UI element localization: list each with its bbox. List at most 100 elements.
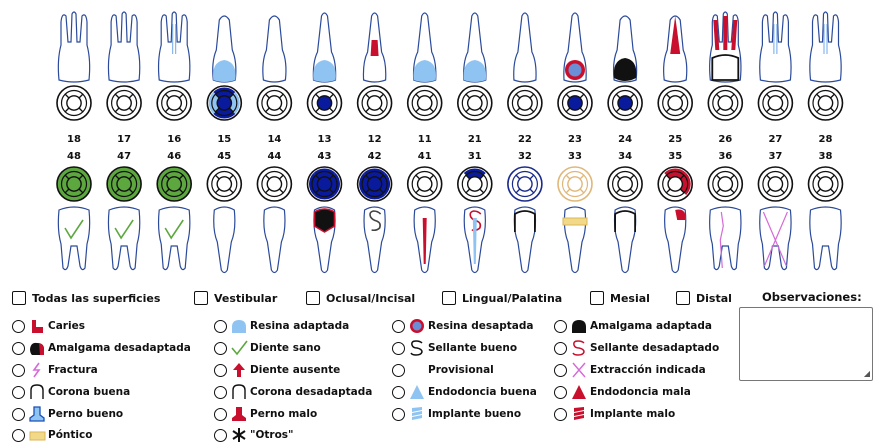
legend-fractura[interactable]: Fractura xyxy=(12,362,98,378)
surface-selector-15[interactable] xyxy=(207,86,241,120)
legend-caries[interactable]: Caries xyxy=(12,318,85,334)
legend-resina-adaptada[interactable]: Resina adaptada xyxy=(214,318,349,334)
surface-selector-21[interactable] xyxy=(458,86,492,120)
surface-selector-38[interactable] xyxy=(809,167,843,201)
caries-radio[interactable] xyxy=(12,320,25,333)
lingual-checkbox[interactable] xyxy=(442,291,456,305)
surface-selector-14[interactable] xyxy=(257,86,291,120)
surface-selector-43[interactable] xyxy=(308,167,342,201)
surface-selector-18[interactable] xyxy=(57,86,91,120)
otros-radio[interactable] xyxy=(214,429,227,442)
implante-malo-radio[interactable] xyxy=(554,408,567,421)
surface-selector-33[interactable] xyxy=(558,167,592,201)
pontico-radio[interactable] xyxy=(12,429,25,442)
fractura-radio[interactable] xyxy=(12,364,25,377)
surface-selector-13[interactable] xyxy=(308,86,342,120)
surface-selector-37[interactable] xyxy=(758,167,792,201)
legend-diente-ausente[interactable]: Diente ausente xyxy=(214,362,340,378)
tooth-number-26: 26 xyxy=(718,134,732,145)
surface-selector-27[interactable] xyxy=(758,86,792,120)
amalgama-desadaptada-radio[interactable] xyxy=(12,342,25,355)
corona-buena-label: Corona buena xyxy=(48,386,130,398)
legend-perno-bueno[interactable]: Perno bueno xyxy=(12,406,123,422)
surface-selector-45[interactable] xyxy=(207,167,241,201)
implante-bueno-icon xyxy=(408,406,426,422)
legend-implante-malo[interactable]: Implante malo xyxy=(554,406,675,422)
surface-selector-44[interactable] xyxy=(257,167,291,201)
surface-mesial[interactable]: Mesial xyxy=(590,291,676,305)
surface-all[interactable]: Todas las superficies xyxy=(12,291,194,305)
surface-selector-42[interactable] xyxy=(358,167,392,201)
provisional-radio[interactable] xyxy=(392,364,405,377)
observations-textarea[interactable]: ◢ xyxy=(739,307,873,381)
endodoncia-mala-radio[interactable] xyxy=(554,386,567,399)
surface-selector-26[interactable] xyxy=(708,86,742,120)
legend-corona-buena[interactable]: Corona buena xyxy=(12,384,130,400)
surface-selector-35[interactable] xyxy=(658,167,692,201)
amalgama-desadaptada-icon xyxy=(28,340,46,356)
corona-desadaptada-radio[interactable] xyxy=(214,386,227,399)
surface-oclusal[interactable]: Oclusal/Incisal xyxy=(306,291,442,305)
otros-label: "Otros" xyxy=(250,429,294,441)
legend-provisional[interactable]: Provisional xyxy=(392,362,494,378)
surface-selector-25[interactable] xyxy=(658,86,692,120)
surface-selector-48[interactable] xyxy=(57,167,91,201)
vestibular-checkbox[interactable] xyxy=(194,291,208,305)
perno-malo-radio[interactable] xyxy=(214,408,227,421)
legend-sellante-desadaptado[interactable]: Sellante desadaptado xyxy=(554,340,719,356)
surface-selector-11[interactable] xyxy=(408,86,442,120)
surface-selector-28[interactable] xyxy=(809,86,843,120)
legend-extraccion[interactable]: Extracción indicada xyxy=(554,362,706,378)
surface-selector-22[interactable] xyxy=(508,86,542,120)
surface-distal[interactable]: Distal xyxy=(676,291,746,305)
amalgama-adaptada-radio[interactable] xyxy=(554,320,567,333)
sellante-bueno-radio[interactable] xyxy=(392,342,405,355)
perno-bueno-radio[interactable] xyxy=(12,408,25,421)
surface-selector-17[interactable] xyxy=(107,86,141,120)
surface-selector-36[interactable] xyxy=(708,167,742,201)
legend-amalgama-desadaptada[interactable]: Amalgama desadaptada xyxy=(12,340,191,356)
legend-otros[interactable]: "Otros" xyxy=(214,427,294,443)
surface-vestibular[interactable]: Vestibular xyxy=(194,291,306,305)
legend-corona-desadaptada[interactable]: Corona desadaptada xyxy=(214,384,372,400)
surface-selector-46[interactable] xyxy=(157,167,191,201)
legend-endodoncia-buena[interactable]: Endodoncia buena xyxy=(392,384,537,400)
sellante-desadaptado-radio[interactable] xyxy=(554,342,567,355)
surface-selector-23[interactable] xyxy=(558,86,592,120)
legend-pontico[interactable]: Póntico xyxy=(12,427,92,443)
extraccion-radio[interactable] xyxy=(554,364,567,377)
implante-bueno-radio[interactable] xyxy=(392,408,405,421)
endodoncia-buena-radio[interactable] xyxy=(392,386,405,399)
all-surfaces-checkbox[interactable] xyxy=(12,291,26,305)
surface-lingual[interactable]: Lingual/Palatina xyxy=(442,291,590,305)
tooth-32 xyxy=(514,207,535,273)
legend-diente-sano[interactable]: Diente sano xyxy=(214,340,321,356)
legend-implante-bueno[interactable]: Implante bueno xyxy=(392,406,521,422)
surface-selector-41[interactable] xyxy=(408,167,442,201)
diente-sano-radio[interactable] xyxy=(214,342,227,355)
diente-ausente-radio[interactable] xyxy=(214,364,227,377)
legend-resina-desaptada[interactable]: Resina desaptada xyxy=(392,318,533,334)
surface-selector-16[interactable] xyxy=(157,86,191,120)
surface-selector-47[interactable] xyxy=(107,167,141,201)
legend-amalgama-adaptada[interactable]: Amalgama adaptada xyxy=(554,318,712,334)
surface-selector-12[interactable] xyxy=(358,86,392,120)
amalgama-adaptada-label: Amalgama adaptada xyxy=(590,320,712,332)
resize-handle-icon[interactable]: ◢ xyxy=(864,370,870,378)
surface-selector-31[interactable] xyxy=(458,167,492,201)
resina-adaptada-radio[interactable] xyxy=(214,320,227,333)
resina-desaptada-radio[interactable] xyxy=(392,320,405,333)
legend-endodoncia-mala[interactable]: Endodoncia mala xyxy=(554,384,691,400)
legend-perno-malo[interactable]: Perno malo xyxy=(214,406,317,422)
legend-sellante-bueno[interactable]: Sellante bueno xyxy=(392,340,517,356)
mesial-checkbox[interactable] xyxy=(590,291,604,305)
surface-selector-34[interactable] xyxy=(608,167,642,201)
corona-buena-radio[interactable] xyxy=(12,386,25,399)
oclusal-checkbox[interactable] xyxy=(306,291,320,305)
tooth-number-48: 48 xyxy=(67,151,81,162)
fractura-label: Fractura xyxy=(48,364,98,376)
surface-selector-24[interactable] xyxy=(608,86,642,120)
distal-checkbox[interactable] xyxy=(676,291,690,305)
tooth-46 xyxy=(159,207,190,270)
surface-selector-32[interactable] xyxy=(508,167,542,201)
